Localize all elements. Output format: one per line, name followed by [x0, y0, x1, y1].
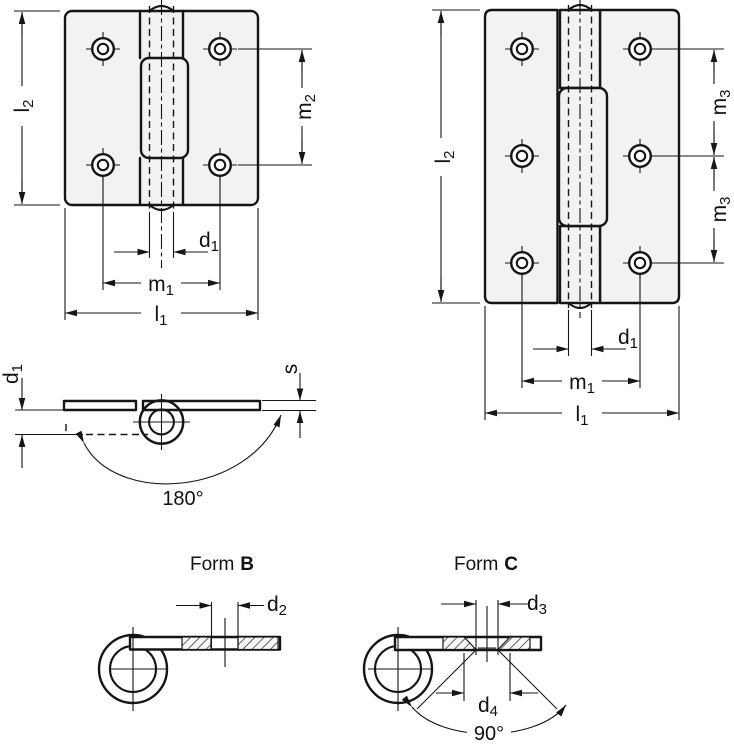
front-view-three-hole-hinge: l2 m3 m3 d1 — [432, 0, 734, 429]
dim-label-s: s — [279, 364, 302, 375]
dimension-m3-top: m3 — [657, 48, 734, 157]
dim-label-d1: d1 — [618, 326, 638, 352]
dimension-l1: l1 — [64, 208, 259, 329]
dim-label-m2: m2 — [293, 94, 319, 120]
dimension-d3: d3 — [441, 592, 547, 662]
dim-label-l1: l1 — [575, 403, 588, 429]
countersink-edge — [497, 649, 558, 710]
leaf-section — [141, 399, 262, 412]
dimension-d2: d2 — [176, 593, 287, 667]
section-hatch — [496, 636, 531, 651]
angle-label-180: 180° — [162, 488, 203, 510]
dim-label-d4: d4 — [478, 694, 498, 720]
knuckle-top — [558, 8, 602, 90]
dim-label-d1: d1 — [199, 229, 219, 255]
dimension-s: s — [262, 364, 316, 438]
dim-label-d2: d2 — [267, 593, 287, 619]
dim-label-m3: m3 — [708, 90, 734, 116]
dim-label-m1: m1 — [148, 273, 174, 299]
dimension-opening-angle: 180° — [75, 414, 282, 510]
label-bg — [157, 486, 209, 509]
dim-label-l2: l2 — [432, 150, 458, 163]
section-hatch — [181, 636, 212, 651]
dimension-l1: l1 — [484, 306, 680, 429]
dimension-l2: l2 — [11, 10, 60, 206]
middle-knuckle — [557, 86, 609, 228]
angle-label-90: 90° — [474, 723, 504, 745]
angle-arc — [75, 414, 282, 485]
dimension-d1-side: d1 — [0, 364, 83, 468]
dimension-m1: m1 — [102, 176, 221, 299]
dimension-countersink-angle: 90° — [401, 695, 567, 745]
dimension-d1: d1 — [533, 310, 638, 356]
dimension-m1: m1 — [521, 274, 641, 397]
dimension-l2: l2 — [432, 9, 480, 304]
dimension-d1: d1 — [114, 212, 219, 258]
dim-label-l1: l1 — [154, 303, 167, 329]
side-view-opening-angle: d1 s 180° — [0, 364, 316, 510]
dimension-m3-bottom: m3 — [657, 157, 734, 264]
section-hatch — [237, 636, 279, 651]
front-view-two-hole-hinge: l2 m2 d1 m1 — [11, 0, 319, 329]
dim-label-d3: d3 — [527, 592, 547, 618]
middle-knuckle — [139, 56, 190, 160]
dim-label-m3: m3 — [708, 197, 734, 223]
dim-label-l2: l2 — [11, 99, 37, 112]
label-bg — [467, 722, 511, 743]
dim-label-m1: m1 — [569, 371, 595, 397]
dimension-d4: d4 — [436, 653, 538, 720]
dimension-m2: m2 — [238, 48, 319, 166]
dim-label-d1: d1 — [0, 364, 26, 384]
leaf-section — [62, 399, 138, 412]
